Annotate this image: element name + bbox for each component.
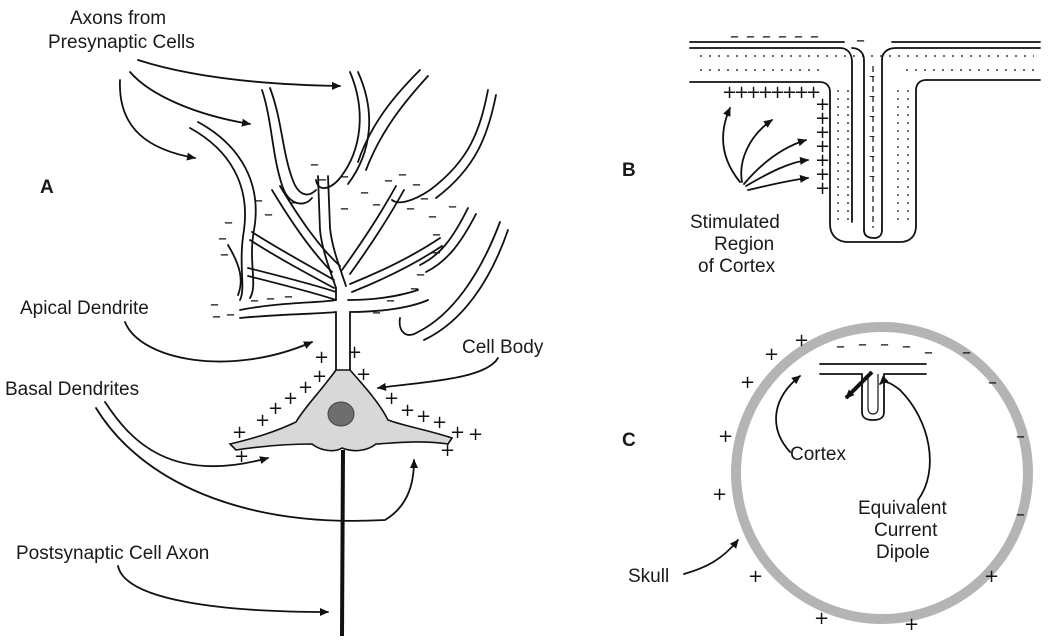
svg-text:–: – (869, 129, 875, 143)
label-stimulated-line1: Stimulated (690, 212, 780, 233)
svg-text:–: – (858, 334, 867, 355)
stimulated-arrows (723, 108, 808, 190)
svg-text:+: + (740, 372, 755, 393)
svg-text:–: – (1016, 426, 1025, 447)
cell-nucleus (328, 402, 354, 426)
label-stimulated-line3: of Cortex (698, 256, 776, 277)
svg-text:–: – (372, 194, 381, 215)
svg-text:+: + (468, 424, 483, 445)
label-dipole-line2: Current (874, 520, 938, 541)
label-axons-line1: Axons from (70, 8, 166, 29)
label-apical-dendrite: Apical Dendrite (20, 298, 149, 319)
svg-text:–: – (856, 30, 865, 51)
svg-text:–: – (869, 109, 875, 123)
cortex-inset (820, 364, 926, 420)
svg-text:+: + (283, 388, 298, 409)
svg-text:–: – (432, 242, 441, 263)
postsynaptic-axon-line (342, 450, 343, 636)
svg-text:–: – (962, 342, 971, 363)
svg-text:+: + (815, 178, 830, 199)
svg-text:+: + (416, 406, 431, 427)
svg-text:–: – (869, 69, 875, 83)
svg-text:+: + (347, 342, 362, 363)
svg-text:–: – (318, 169, 327, 190)
panel-c: C –– –– –– –– – ++ ++ ++ ++ + Cor (622, 327, 1028, 635)
svg-text:+: + (904, 614, 919, 635)
svg-text:+: + (232, 422, 247, 443)
svg-text:–: – (1016, 504, 1025, 525)
svg-text:–: – (448, 196, 457, 217)
svg-text:+: + (814, 608, 829, 629)
svg-text:+: + (255, 410, 270, 431)
svg-text:+: + (268, 398, 283, 419)
svg-text:–: – (869, 169, 875, 183)
label-dipole-line1: Equivalent (858, 498, 947, 519)
svg-text:–: – (794, 26, 803, 47)
svg-text:–: – (398, 164, 407, 185)
label-postsynaptic-axon: Postsynaptic Cell Axon (16, 543, 209, 564)
svg-text:–: – (902, 336, 911, 357)
svg-text:–: – (254, 190, 263, 211)
svg-text:+: + (234, 446, 249, 467)
svg-text:–: – (880, 334, 889, 355)
svg-text:–: – (212, 306, 221, 327)
label-stimulated-line2: Region (714, 234, 774, 255)
svg-text:+: + (400, 400, 415, 421)
svg-text:+: + (312, 366, 327, 387)
svg-text:–: – (810, 26, 819, 47)
svg-text:–: – (416, 264, 425, 285)
svg-text:–: – (988, 372, 997, 393)
svg-text:–: – (386, 290, 395, 311)
svg-text:+: + (794, 330, 809, 351)
svg-text:–: – (284, 286, 293, 307)
svg-text:–: – (384, 170, 393, 191)
panel-a-letter: A (40, 177, 54, 198)
label-skull: Skull (628, 566, 669, 587)
svg-text:–: – (226, 304, 235, 325)
svg-text:+: + (384, 388, 399, 409)
svg-text:–: – (340, 166, 349, 187)
svg-text:–: – (372, 302, 381, 323)
svg-text:–: – (360, 182, 369, 203)
svg-text:–: – (290, 192, 299, 213)
svg-text:–: – (924, 342, 933, 363)
label-cell-body: Cell Body (462, 337, 544, 358)
svg-text:–: – (220, 244, 229, 265)
svg-text:+: + (748, 566, 763, 587)
svg-text:+: + (432, 412, 447, 433)
svg-text:+: + (356, 364, 371, 385)
label-cortex: Cortex (790, 444, 846, 465)
svg-text:–: – (730, 26, 739, 47)
svg-text:–: – (266, 288, 275, 309)
svg-text:+: + (712, 484, 727, 505)
panel-c-letter: C (622, 430, 636, 451)
svg-text:+: + (298, 377, 313, 398)
svg-text:–: – (264, 204, 273, 225)
panel-b: B –– –– –– – ++ ++ ++ ++ (622, 26, 1040, 277)
svg-text:+: + (440, 440, 455, 461)
svg-text:+: + (984, 566, 999, 587)
panel-b-letter: B (622, 160, 636, 181)
svg-text:–: – (762, 26, 771, 47)
svg-text:–: – (250, 290, 259, 311)
svg-text:+: + (764, 344, 779, 365)
svg-text:–: – (869, 149, 875, 163)
label-axons-line2: Presynaptic Cells (48, 32, 195, 53)
svg-text:–: – (340, 198, 349, 219)
svg-text:+: + (718, 426, 733, 447)
panel-a: A Axons from Presynaptic Cells Apical De… (5, 8, 544, 636)
svg-text:–: – (406, 198, 415, 219)
svg-text:–: – (869, 89, 875, 103)
label-basal-dendrites: Basal Dendrites (5, 379, 139, 400)
svg-text:–: – (836, 336, 845, 357)
svg-text:–: – (746, 26, 755, 47)
svg-text:–: – (778, 26, 787, 47)
panel-a-pointer-arrows (96, 60, 498, 612)
label-dipole-line3: Dipole (876, 542, 930, 563)
svg-text:+: + (314, 347, 329, 368)
